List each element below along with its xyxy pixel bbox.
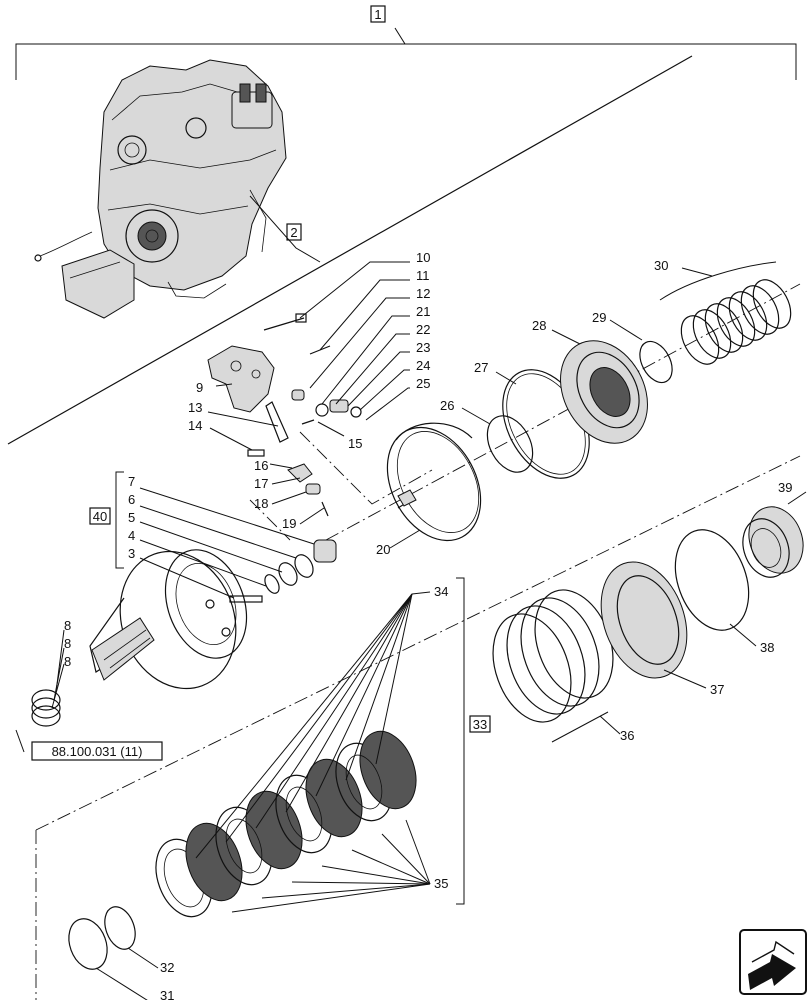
callout-22: 22 — [416, 322, 430, 337]
callout-18: 18 — [254, 496, 268, 511]
spring-8: 88.100.031 (11) — [15, 629, 163, 761]
shift-bracket — [207, 313, 362, 517]
callout-8-c: 8 — [64, 654, 71, 669]
callout-16: 16 — [254, 458, 268, 473]
callout-4: 4 — [128, 528, 135, 543]
callout-32: 32 — [160, 960, 174, 975]
callout-6: 6 — [128, 492, 135, 507]
clutch-plates — [155, 730, 417, 918]
callout-25: 25 — [416, 376, 430, 391]
clutch-drum — [89, 549, 248, 690]
brake-band — [386, 422, 482, 549]
piston-28 — [551, 319, 673, 444]
spring-pack-30 — [659, 261, 792, 365]
callout-38: 38 — [760, 640, 774, 655]
assembly-label-shaft-group: 40 — [93, 509, 107, 524]
callout-28: 28 — [532, 318, 546, 333]
callout-31: 31 — [160, 988, 174, 1000]
callout-21: 21 — [416, 304, 430, 319]
callout-15: 15 — [348, 436, 362, 451]
callout-10: 10 — [416, 250, 430, 265]
assembly-bracket: 1 — [15, 5, 797, 80]
callout-35: 35 — [434, 876, 448, 891]
reference-label: 88.100.031 (11) — [52, 744, 143, 759]
clutch-leaders — [195, 591, 431, 913]
callout-37: 37 — [710, 682, 724, 697]
callout-3: 3 — [128, 546, 135, 561]
callout-27: 27 — [474, 360, 488, 375]
section-divider — [7, 55, 693, 445]
assembly-label-clutch-group: 33 — [473, 717, 487, 732]
callout-39: 39 — [778, 480, 792, 495]
callout-5: 5 — [128, 510, 135, 525]
callout-34: 34 — [434, 584, 448, 599]
snap-rings-31-32 — [68, 906, 159, 1000]
callout-12: 12 — [416, 286, 430, 301]
clutch-group-bracket: 33 — [456, 577, 491, 905]
assembly-label-main: 1 — [374, 7, 381, 22]
pressure-plate-37 — [600, 561, 707, 689]
callout-29: 29 — [592, 310, 606, 325]
transmission-housing — [34, 59, 287, 319]
housing-callout: 2 — [249, 195, 321, 263]
callout-17: 17 — [254, 476, 268, 491]
callout-20: 20 — [376, 542, 390, 557]
callout-36: 36 — [620, 728, 634, 743]
callout-30: 30 — [654, 258, 668, 273]
callout-13: 13 — [188, 400, 202, 415]
center-axes — [35, 283, 801, 1000]
hub-39 — [742, 491, 807, 578]
shaft-group-bracket: 40 — [89, 471, 124, 569]
snap-ring-38 — [674, 529, 757, 647]
next-page-arrow-icon[interactable] — [739, 929, 807, 995]
callout-8-b: 8 — [64, 636, 71, 651]
callout-26: 26 — [440, 398, 454, 413]
bracket-leaders — [207, 261, 410, 525]
callout-7: 7 — [128, 474, 135, 489]
assembly-label-housing: 2 — [290, 225, 297, 240]
separator-plates-36 — [492, 589, 621, 743]
callout-numbers: 7 6 5 4 3 8 8 8 9 10 11 12 21 22 23 24 2… — [64, 250, 792, 1000]
callout-11: 11 — [416, 268, 430, 283]
shaft-small-parts — [139, 487, 337, 603]
callout-19: 19 — [282, 516, 296, 531]
callout-9: 9 — [196, 380, 203, 395]
callout-14: 14 — [188, 418, 202, 433]
callout-23: 23 — [416, 340, 430, 355]
callout-24: 24 — [416, 358, 430, 373]
callout-8-a: 8 — [64, 618, 71, 633]
